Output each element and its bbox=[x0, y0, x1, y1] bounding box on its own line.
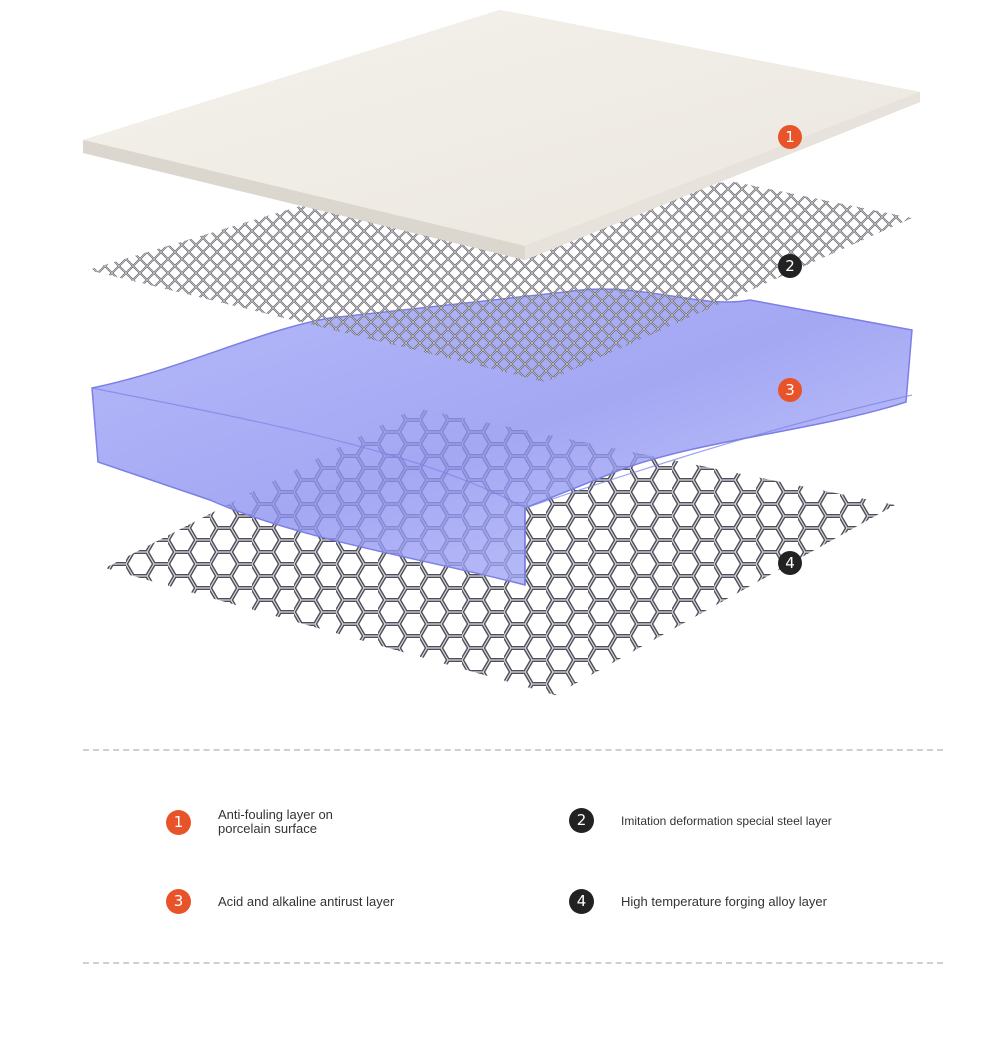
legend-badge-2: 2 bbox=[569, 808, 594, 833]
legend-item-4: 4 High temperature forging alloy layer bbox=[569, 889, 827, 914]
legend-label-4: High temperature forging alloy layer bbox=[621, 893, 827, 909]
bottom-divider bbox=[83, 962, 943, 964]
porcelain-slab-layer bbox=[83, 10, 920, 260]
legend-badge-3: 3 bbox=[166, 889, 191, 914]
callout-2-marker: 2 bbox=[778, 254, 802, 278]
layer-stack-illustration bbox=[83, 10, 920, 695]
legend-item-3: 3 Acid and alkaline antirust layer bbox=[166, 889, 394, 914]
legend-label-1: Anti-fouling layer on porcelain surface bbox=[218, 807, 333, 836]
legend-label-3: Acid and alkaline antirust layer bbox=[218, 893, 395, 909]
antirust-gel-layer bbox=[91, 288, 913, 586]
callout-3-marker: 3 bbox=[778, 378, 802, 402]
callout-1-marker: 1 bbox=[778, 125, 802, 149]
legend-label-2: Imitation deformation special steel laye… bbox=[621, 813, 832, 828]
legend-badge-1: 1 bbox=[166, 809, 191, 835]
legend-badge-4: 4 bbox=[569, 889, 594, 914]
steel-mesh-layer bbox=[88, 182, 912, 382]
legend-item-2: 2 Imitation deformation special steel la… bbox=[569, 808, 832, 833]
top-divider bbox=[83, 749, 943, 751]
legend-item-1: 1 Anti-fouling layer on porcelain surfac… bbox=[166, 808, 333, 836]
callout-4-marker: 4 bbox=[778, 551, 802, 575]
